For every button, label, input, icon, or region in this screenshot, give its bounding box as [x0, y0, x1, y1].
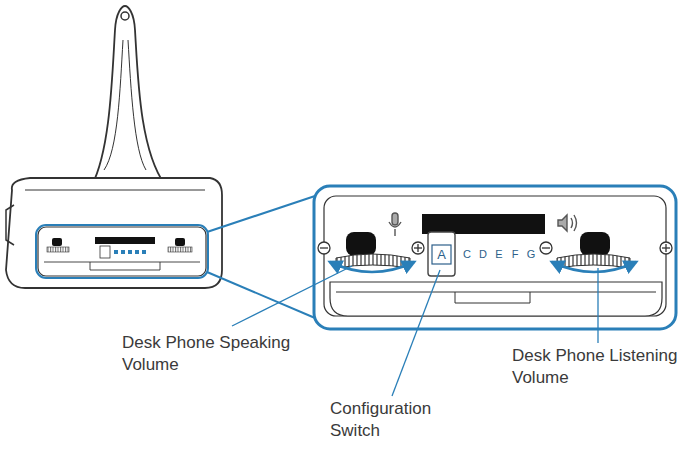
switch-position: C — [460, 249, 474, 260]
switch-position: G — [524, 249, 538, 260]
callout-label: Configuration Switch — [330, 398, 460, 442]
callout-label: Desk Phone Listening Volume — [512, 345, 678, 389]
switch-position: F — [508, 249, 522, 260]
switch-position: A — [432, 248, 451, 261]
callout-label: Desk Phone Speaking Volume — [122, 332, 302, 376]
switch-position: E — [492, 249, 506, 260]
switch-position: D — [476, 249, 490, 260]
